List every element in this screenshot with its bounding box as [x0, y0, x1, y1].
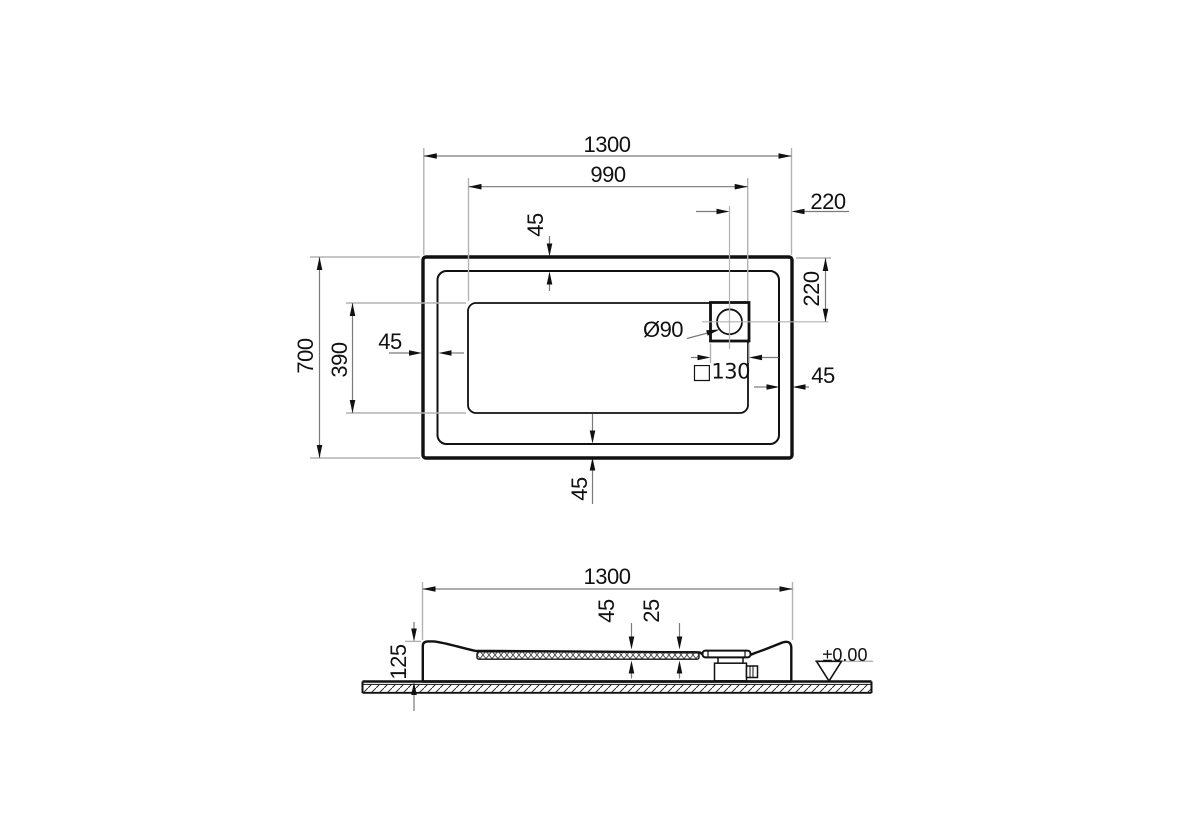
dimension-arrowheads	[316, 153, 829, 695]
drain-cover-flange	[701, 649, 752, 659]
section-view	[361, 640, 873, 694]
dim-label-rim-top: 45	[523, 213, 548, 237]
tray-rim-inner-rect	[436, 270, 780, 445]
level-triangle	[815, 660, 843, 683]
dim-label-basin-height: 390	[327, 342, 352, 378]
dim-label-section-depth-outer: 45	[594, 599, 619, 623]
dim-label-rim-bottom: 45	[567, 477, 592, 501]
dim-label-drain-square: □130	[692, 359, 750, 384]
top-view	[421, 206, 829, 460]
dim-label-height: 700	[293, 338, 318, 374]
diameter-leader-arrow	[706, 329, 720, 336]
dimension-lines	[318, 155, 849, 711]
dim-label-rim-right: 45	[811, 363, 835, 388]
dim-label-section-height: 125	[386, 644, 411, 680]
extension-lines	[310, 148, 831, 643]
antislip-strip	[476, 651, 700, 660]
dim-label-drain-diameter: Ø90	[642, 317, 684, 342]
dim-label-drain-offset-top: 220	[799, 271, 824, 307]
dim-label-basin-width: 990	[590, 162, 626, 187]
dim-label-floor-level: ±0.00	[822, 645, 868, 665]
floor-slab	[361, 680, 873, 694]
dim-label-section-width: 1300	[583, 564, 631, 589]
level-marker	[815, 660, 873, 683]
tray-basin-rect	[467, 302, 749, 414]
tray-outer-rect	[421, 255, 794, 460]
drain-assembly-section	[701, 649, 759, 682]
dim-label-drain-offset-right: 220	[810, 189, 846, 214]
dim-label-section-depth-inner: 25	[639, 599, 664, 623]
dim-label-rim-left: 45	[378, 329, 402, 354]
dim-label-top-width: 1300	[583, 132, 631, 157]
